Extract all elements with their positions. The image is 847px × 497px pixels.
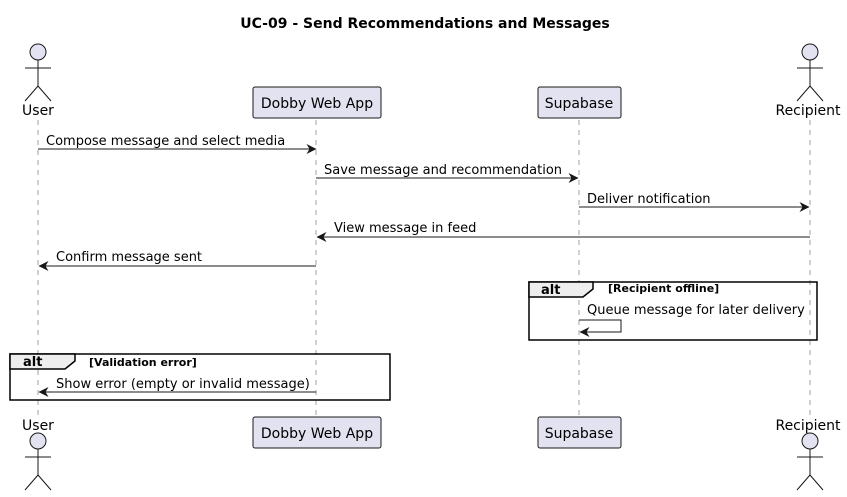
participant-label-supabase-bottom: Supabase bbox=[545, 426, 614, 442]
participant-label-user-top: User bbox=[22, 103, 54, 119]
message-label: Compose message and select media bbox=[46, 134, 285, 149]
message-label: Show error (empty or invalid message) bbox=[56, 377, 310, 392]
participants-top: User Dobby Web App Supabase Recipient bbox=[22, 43, 841, 119]
participant-box-supabase-top bbox=[537, 86, 622, 119]
fragment-alt-recipient-offline: alt [Recipient offline] Queue message fo… bbox=[528, 281, 818, 341]
actor-user-icon bbox=[24, 432, 52, 491]
participants-bottom: User Dobby Web App Supabase Recipient bbox=[22, 416, 841, 491]
message-label: View message in feed bbox=[334, 221, 476, 236]
fragment-alt-validation-error: alt [Validation error] Show error (empty… bbox=[9, 353, 391, 401]
message-label: Confirm message sent bbox=[56, 250, 202, 265]
fragment-frame bbox=[528, 281, 818, 341]
message-label: Queue message for later delivery bbox=[587, 303, 805, 318]
participant-box-app-bottom bbox=[252, 416, 382, 449]
participant-label-supabase-top: Supabase bbox=[545, 96, 614, 112]
fragment-frame bbox=[9, 353, 391, 401]
diagram-title: UC-09 - Send Recommendations and Message… bbox=[240, 16, 610, 32]
fragment-guard: [Recipient offline] bbox=[608, 282, 719, 295]
participant-label-app-bottom: Dobby Web App bbox=[261, 426, 373, 442]
actor-user-icon bbox=[24, 43, 52, 102]
fragment-guard: [Validation error] bbox=[89, 356, 197, 369]
fragment-keyword: alt bbox=[23, 355, 42, 370]
message-label: Deliver notification bbox=[587, 192, 711, 207]
actor-recipient-icon bbox=[796, 432, 824, 491]
message-label: Save message and recommendation bbox=[324, 163, 562, 178]
messages: Compose message and select media Save me… bbox=[38, 134, 810, 271]
participant-label-app-top: Dobby Web App bbox=[261, 96, 373, 112]
self-message-arrow bbox=[579, 319, 622, 337]
participant-label-recipient-bottom: Recipient bbox=[775, 418, 841, 434]
participant-box-app-top bbox=[252, 86, 382, 119]
fragment-keyword: alt bbox=[541, 283, 560, 298]
participant-label-recipient-top: Recipient bbox=[775, 103, 841, 119]
participant-box-supabase-bottom bbox=[537, 416, 622, 449]
participant-label-user-bottom: User bbox=[22, 418, 54, 434]
fragment-tab bbox=[9, 353, 76, 370]
actor-recipient-icon bbox=[796, 43, 824, 102]
fragment-tab bbox=[528, 281, 594, 298]
